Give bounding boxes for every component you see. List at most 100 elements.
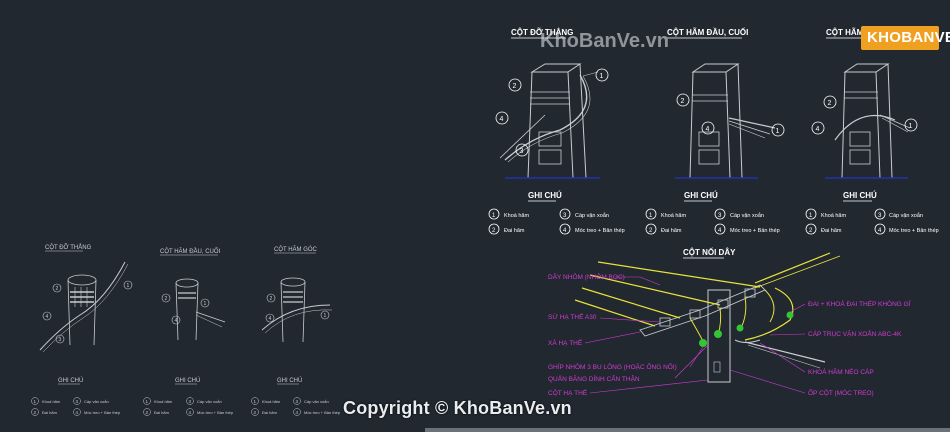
svg-text:4: 4	[46, 314, 49, 320]
svg-text:2: 2	[681, 98, 685, 105]
legend-text: Khoá hãm	[661, 213, 686, 219]
legend-text: Cáp vặn xoắn	[730, 212, 764, 219]
joint-label: KHOÁ HÃM NÉO CÁP	[808, 367, 874, 376]
brand-logo: KHOBANVE	[855, 24, 950, 52]
notes-title: GHI CHÚ	[277, 377, 302, 384]
pole-title: CỘT ĐỠ THẲNG	[511, 28, 573, 37]
svg-text:4: 4	[706, 126, 710, 133]
joint-label: XÀ HẠ THẾ	[548, 337, 583, 347]
legend-text: Đai hãm	[42, 410, 58, 415]
pole-title: CỘT HÃM GÓC	[274, 246, 318, 253]
svg-text:4: 4	[76, 410, 79, 415]
legend-text: Móc treo + Bản thép	[889, 228, 939, 234]
svg-text:1: 1	[127, 283, 130, 289]
pole-straight-support-small: CỘT ĐỠ THẲNG 1 2 3 4 GHI CHÚ	[39, 244, 133, 385]
svg-text:1: 1	[600, 73, 604, 80]
svg-text:1: 1	[776, 128, 780, 135]
legend-text: Móc treo + Bản thép	[197, 410, 234, 415]
pole-title: CỘT HÃM ĐẦU, CUỐI	[667, 27, 748, 37]
pole-title: CỘT ĐỠ THẲNG	[45, 244, 92, 251]
svg-text:1: 1	[146, 399, 149, 404]
copyright-watermark: Copyright © KhoBanVe.vn	[343, 398, 572, 418]
svg-text:4: 4	[563, 228, 567, 234]
legend-large-3: 1 Khoá hãm 2 Đai hãm 3 Cáp vặn xoắn 4 Mó…	[805, 208, 939, 235]
svg-text:4: 4	[878, 228, 882, 234]
svg-text:2: 2	[56, 286, 59, 292]
legend-text: Móc treo + Bản thép	[304, 410, 341, 415]
joint-pole-title: CỘT NỐI DÂY	[683, 247, 736, 257]
joint-label: ĐAI + KHOÁ ĐAI THÉP KHÔNG GỈ	[808, 299, 911, 308]
pole-title: CỘT HÃM ĐẦU, CUỐI	[160, 248, 221, 255]
legend-text: Khoá hãm	[821, 213, 846, 219]
svg-text:3: 3	[76, 399, 79, 404]
legend-text: Cáp vặn xoắn	[304, 399, 329, 404]
svg-text:4: 4	[175, 318, 178, 324]
svg-text:4: 4	[718, 228, 722, 234]
legend-text: Móc treo + Bản thép	[730, 228, 780, 234]
svg-text:3: 3	[296, 399, 299, 404]
pole-angle-dead-end-small: CỘT HÃM GÓC 2 1 4 GHI CHÚ	[261, 246, 333, 385]
legend-text: Cáp vặn xoắn	[197, 399, 222, 404]
pole-dead-end-small: CỘT HÃM ĐẦU, CUỐI 2 1 4 GHI CHÚ	[160, 248, 226, 385]
svg-text:3: 3	[520, 148, 524, 155]
svg-text:1: 1	[254, 399, 257, 404]
svg-text:1: 1	[492, 213, 496, 219]
joint-label: CỘT HẠ THẾ	[548, 387, 588, 397]
svg-text:1: 1	[809, 213, 813, 219]
svg-text:3: 3	[878, 213, 882, 219]
joint-label: CÁP TRỤC VẶN XOẮN ABC-4K	[808, 329, 902, 338]
legend-text: Đai hãm	[504, 228, 525, 234]
joint-label: QUẤN BĂNG DÍNH CẨN THẬN	[548, 373, 640, 383]
legend-small-3: 1 Khoá hãm 2 Đai hãm 3 Cáp vặn xoắn 4 Mó…	[251, 397, 341, 416]
svg-text:1: 1	[324, 313, 327, 319]
notes-title: GHI CHÚ	[58, 377, 83, 384]
legend-text: Đai hãm	[262, 410, 278, 415]
pole-straight-support-large: CỘT ĐỠ THẲNG 1 2 3 4 GHI CHÚ	[495, 28, 609, 202]
svg-text:2: 2	[254, 410, 257, 415]
svg-text:4: 4	[816, 126, 820, 133]
legend-text: Móc treo + Bản thép	[575, 228, 625, 234]
svg-text:3: 3	[563, 213, 567, 219]
legend-text: Đai hãm	[821, 228, 842, 234]
svg-text:1: 1	[34, 399, 37, 404]
notes-title: GHI CHÚ	[175, 377, 200, 384]
watermark-top: KhoBanVe.vn	[540, 30, 669, 52]
svg-text:3: 3	[189, 399, 192, 404]
legend-text: Khoá hãm	[42, 399, 61, 404]
svg-text:1: 1	[909, 123, 913, 130]
legend-text: Khoá hãm	[504, 213, 529, 219]
svg-text:2: 2	[146, 410, 149, 415]
svg-text:1: 1	[204, 301, 207, 307]
svg-text:3: 3	[718, 213, 722, 219]
horizontal-scrollbar[interactable]	[425, 428, 950, 432]
legend-text: Khoá hãm	[262, 399, 281, 404]
legend-text: Đai hãm	[661, 228, 682, 234]
svg-text:2: 2	[492, 228, 496, 234]
logo-text: KHOBANVE	[867, 29, 950, 46]
svg-text:2: 2	[270, 296, 273, 302]
logo-badge	[861, 26, 939, 50]
svg-text:4: 4	[189, 410, 192, 415]
legend-text: Cáp vặn xoắn	[889, 212, 923, 219]
joint-pole-diagram: CỘT NỐI DÂY	[548, 247, 911, 397]
joint-label: SỨ HẠ THẾ A30	[548, 311, 597, 321]
svg-text:1: 1	[649, 213, 653, 219]
joint-label: ỐP CỘT (MÓC TREO)	[808, 387, 874, 397]
svg-text:2: 2	[513, 83, 517, 90]
svg-text:2: 2	[165, 296, 168, 302]
svg-text:4: 4	[296, 410, 299, 415]
legend-text: Cáp vặn xoắn	[84, 399, 109, 404]
svg-text:2: 2	[828, 100, 832, 107]
joint-label: DÂY NHÔM (NHÔM BỌC)	[548, 272, 625, 281]
legend-text: Cáp vặn xoắn	[575, 212, 609, 219]
svg-text:4: 4	[269, 316, 272, 322]
notes-title: GHI CHÚ	[684, 191, 718, 200]
svg-text:4: 4	[500, 116, 504, 123]
svg-text:2: 2	[809, 228, 813, 234]
pole-title: CỘT HÃM GÓC	[826, 28, 884, 37]
legend-small-2: 1 Khoá hãm 2 Đai hãm 3 Cáp vặn xoắn 4 Mó…	[143, 397, 234, 416]
svg-text:2: 2	[34, 410, 37, 415]
pole-angle-dead-end-large: CỘT HÃM GÓC 2 4 1 GHI CHÚ	[811, 28, 918, 202]
legend-text: Đai hãm	[154, 410, 170, 415]
